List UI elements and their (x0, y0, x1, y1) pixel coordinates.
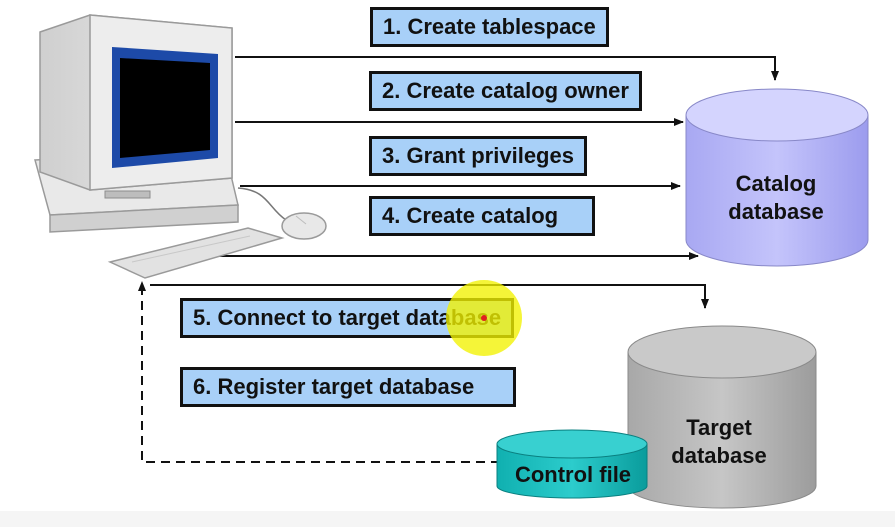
target-database-cylinder (627, 325, 817, 509)
step-4-create-catalog: 4. Create catalog (369, 196, 595, 236)
control-file-label: Control file (514, 462, 632, 487)
step-5-connect-to-target-database: 5. Connect to target database (180, 298, 515, 338)
desktop-computer-icon (34, 14, 285, 279)
flow-arrows (138, 56, 779, 463)
arrow-step-1 (235, 56, 779, 81)
arrow-step-5 (150, 284, 709, 309)
step-2-label: 2. Create catalog owner (382, 78, 629, 103)
step-3-grant-privileges: 3. Grant privileges (369, 136, 587, 176)
step-2-create-catalog-owner: 2. Create catalog owner (369, 71, 642, 111)
step-1-create-tablespace: 1. Create tablespace (370, 7, 609, 47)
step-5-label: 5. Connect to target database (193, 305, 502, 330)
bottom-strip (0, 511, 895, 527)
step-4-label: 4. Create catalog (382, 203, 559, 228)
control-file-cylinder (496, 429, 648, 499)
step-3-label: 3. Grant privileges (382, 143, 574, 168)
step-6-register-target-database: 6. Register target database (180, 367, 516, 407)
step-6-label: 6. Register target database (193, 374, 475, 399)
catalog-database-cylinder (685, 88, 869, 267)
step-1-label: 1. Create tablespace (383, 14, 596, 39)
mouse-icon (237, 187, 327, 240)
